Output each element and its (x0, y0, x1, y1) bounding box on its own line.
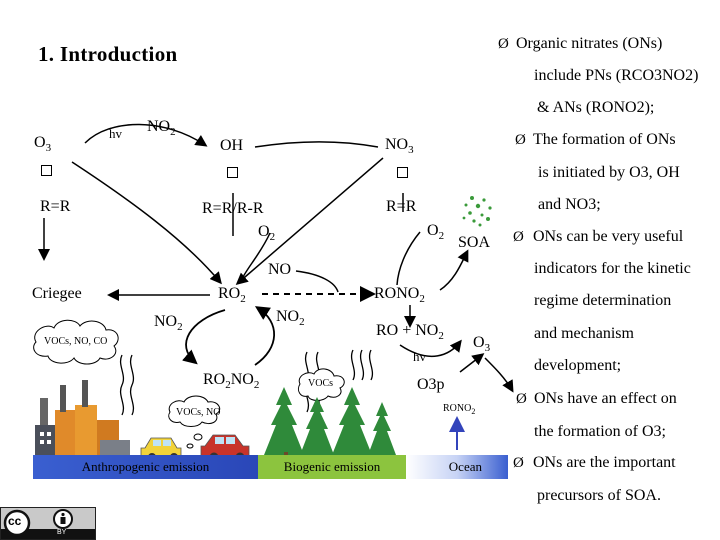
cloud-label-city: VOCs, NO (176, 407, 221, 418)
label-rono2: RONO2 (374, 285, 425, 306)
placeholder-box-o3 (41, 165, 52, 176)
bullet-arrow-1: Ø (498, 36, 509, 52)
label-r-eq-r-right: R=R (386, 198, 417, 215)
label-criegee: Criegee (32, 285, 82, 302)
label-no: NO (268, 261, 292, 278)
arrow-no3-to-ro2 (235, 157, 384, 285)
placeholder-box-no3 (397, 167, 408, 178)
factory-illustration (35, 380, 130, 455)
trees (264, 387, 396, 458)
bar-ocean-label: Ocean (448, 459, 482, 474)
cc-text: cc (8, 514, 22, 528)
label-soa: SOA (458, 234, 491, 251)
cloud-vocs-shape (297, 368, 345, 401)
bullet-5-line-1: ONs are the important (533, 454, 676, 471)
by-text: BY (57, 529, 67, 536)
label-o3-left: O3 (34, 134, 52, 155)
arrow-no (295, 270, 339, 293)
label-o3-right: O3 (473, 334, 491, 355)
bar-biogenic: Biogenic emission (258, 455, 406, 479)
label-hv-right: hv (413, 349, 426, 364)
label-o3p: O3p (417, 376, 445, 393)
bullet-3-line-3: regime determination (534, 292, 672, 309)
label-no2-top: NO2 (147, 118, 176, 139)
cloud-label-left: VOCs, NO, CO (44, 336, 108, 347)
bullet-3-line-1: ONs can be very useful (533, 228, 684, 245)
cloud-city-shape (168, 395, 221, 427)
bullet-2-line-2: is initiated by O3, OH (538, 164, 680, 181)
bullet-3-line-4: and mechanism (534, 325, 634, 342)
bullet-arrow-4: Ø (516, 391, 527, 407)
bar-biogenic-label: Biogenic emission (283, 459, 381, 474)
bullet-1-line-1: Organic nitrates (ONs) (516, 35, 663, 52)
bullet-2-line-3: and NO3; (538, 196, 601, 213)
bullet-1-line-2: include PNs (RCO3NO2) (534, 67, 699, 84)
arrow-o3p-to-o3 (459, 353, 485, 373)
cc-logo-icon (1, 508, 95, 539)
arrow-no2-to-oh (84, 123, 208, 147)
bullet-arrow-5: Ø (513, 455, 524, 471)
label-hv-top: hv (109, 126, 122, 141)
arrow-o2-right (396, 231, 421, 286)
arrow-rono2-to-o3 (399, 339, 462, 358)
label-ro2no2: RO2NO2 (203, 371, 260, 392)
label-rono2-small: RONO2 (443, 403, 476, 416)
bullet-2-line-1: The formation of ONs (533, 131, 676, 148)
label-no2-left: NO2 (154, 313, 183, 334)
bullet-4-line-1: ONs have an effect on (534, 390, 677, 407)
bar-anthropogenic-label: Anthropogenic emission (81, 459, 210, 474)
arrow-oh-to-no3 (254, 141, 379, 148)
label-o2-right: O2 (427, 222, 445, 243)
arrow-cycle-left (182, 309, 226, 365)
arrow-o2-to-ro2 (239, 232, 271, 284)
bar-anthropogenic: Anthropogenic emission (33, 455, 258, 479)
page-title: 1. Introduction (38, 42, 178, 66)
bullet-arrow-3: Ø (513, 229, 524, 245)
arrow-o3-right (484, 357, 514, 393)
soa-particles (462, 196, 492, 227)
bullet-3-line-2: indicators for the kinetic (534, 260, 691, 277)
label-no3: NO3 (385, 136, 414, 157)
placeholder-box-oh (227, 167, 238, 178)
label-oh: OH (220, 137, 244, 154)
label-ro-plus-no2: RO + NO2 (376, 322, 444, 343)
bullet-arrow-2: Ø (515, 132, 526, 148)
label-r-eq-r-mid: R=R/R-R (202, 200, 264, 217)
bullet-3-line-5: development; (534, 357, 622, 374)
cloud-label-vocs: VOCs (308, 378, 334, 389)
arrow-rono2-to-soa (439, 249, 469, 291)
bullet-4-line-2: the formation of O3; (534, 423, 666, 440)
cc-by-license-badge: cc BY (0, 507, 96, 540)
arrow-cycle-right (254, 306, 276, 366)
label-ro2: RO2 (218, 285, 246, 306)
label-o2-mid: O2 (258, 223, 276, 244)
bullet-5-line-2: precursors of SOA. (537, 487, 661, 504)
cloud-left-shape (33, 319, 119, 365)
label-no2-right: NO2 (276, 308, 305, 329)
arrow-o3-to-ro2 (71, 161, 222, 285)
bullet-1-line-3: & ANs (RONO2); (537, 99, 655, 116)
label-r-eq-r-left: R=R (40, 198, 71, 215)
bar-ocean: Ocean (406, 455, 508, 479)
